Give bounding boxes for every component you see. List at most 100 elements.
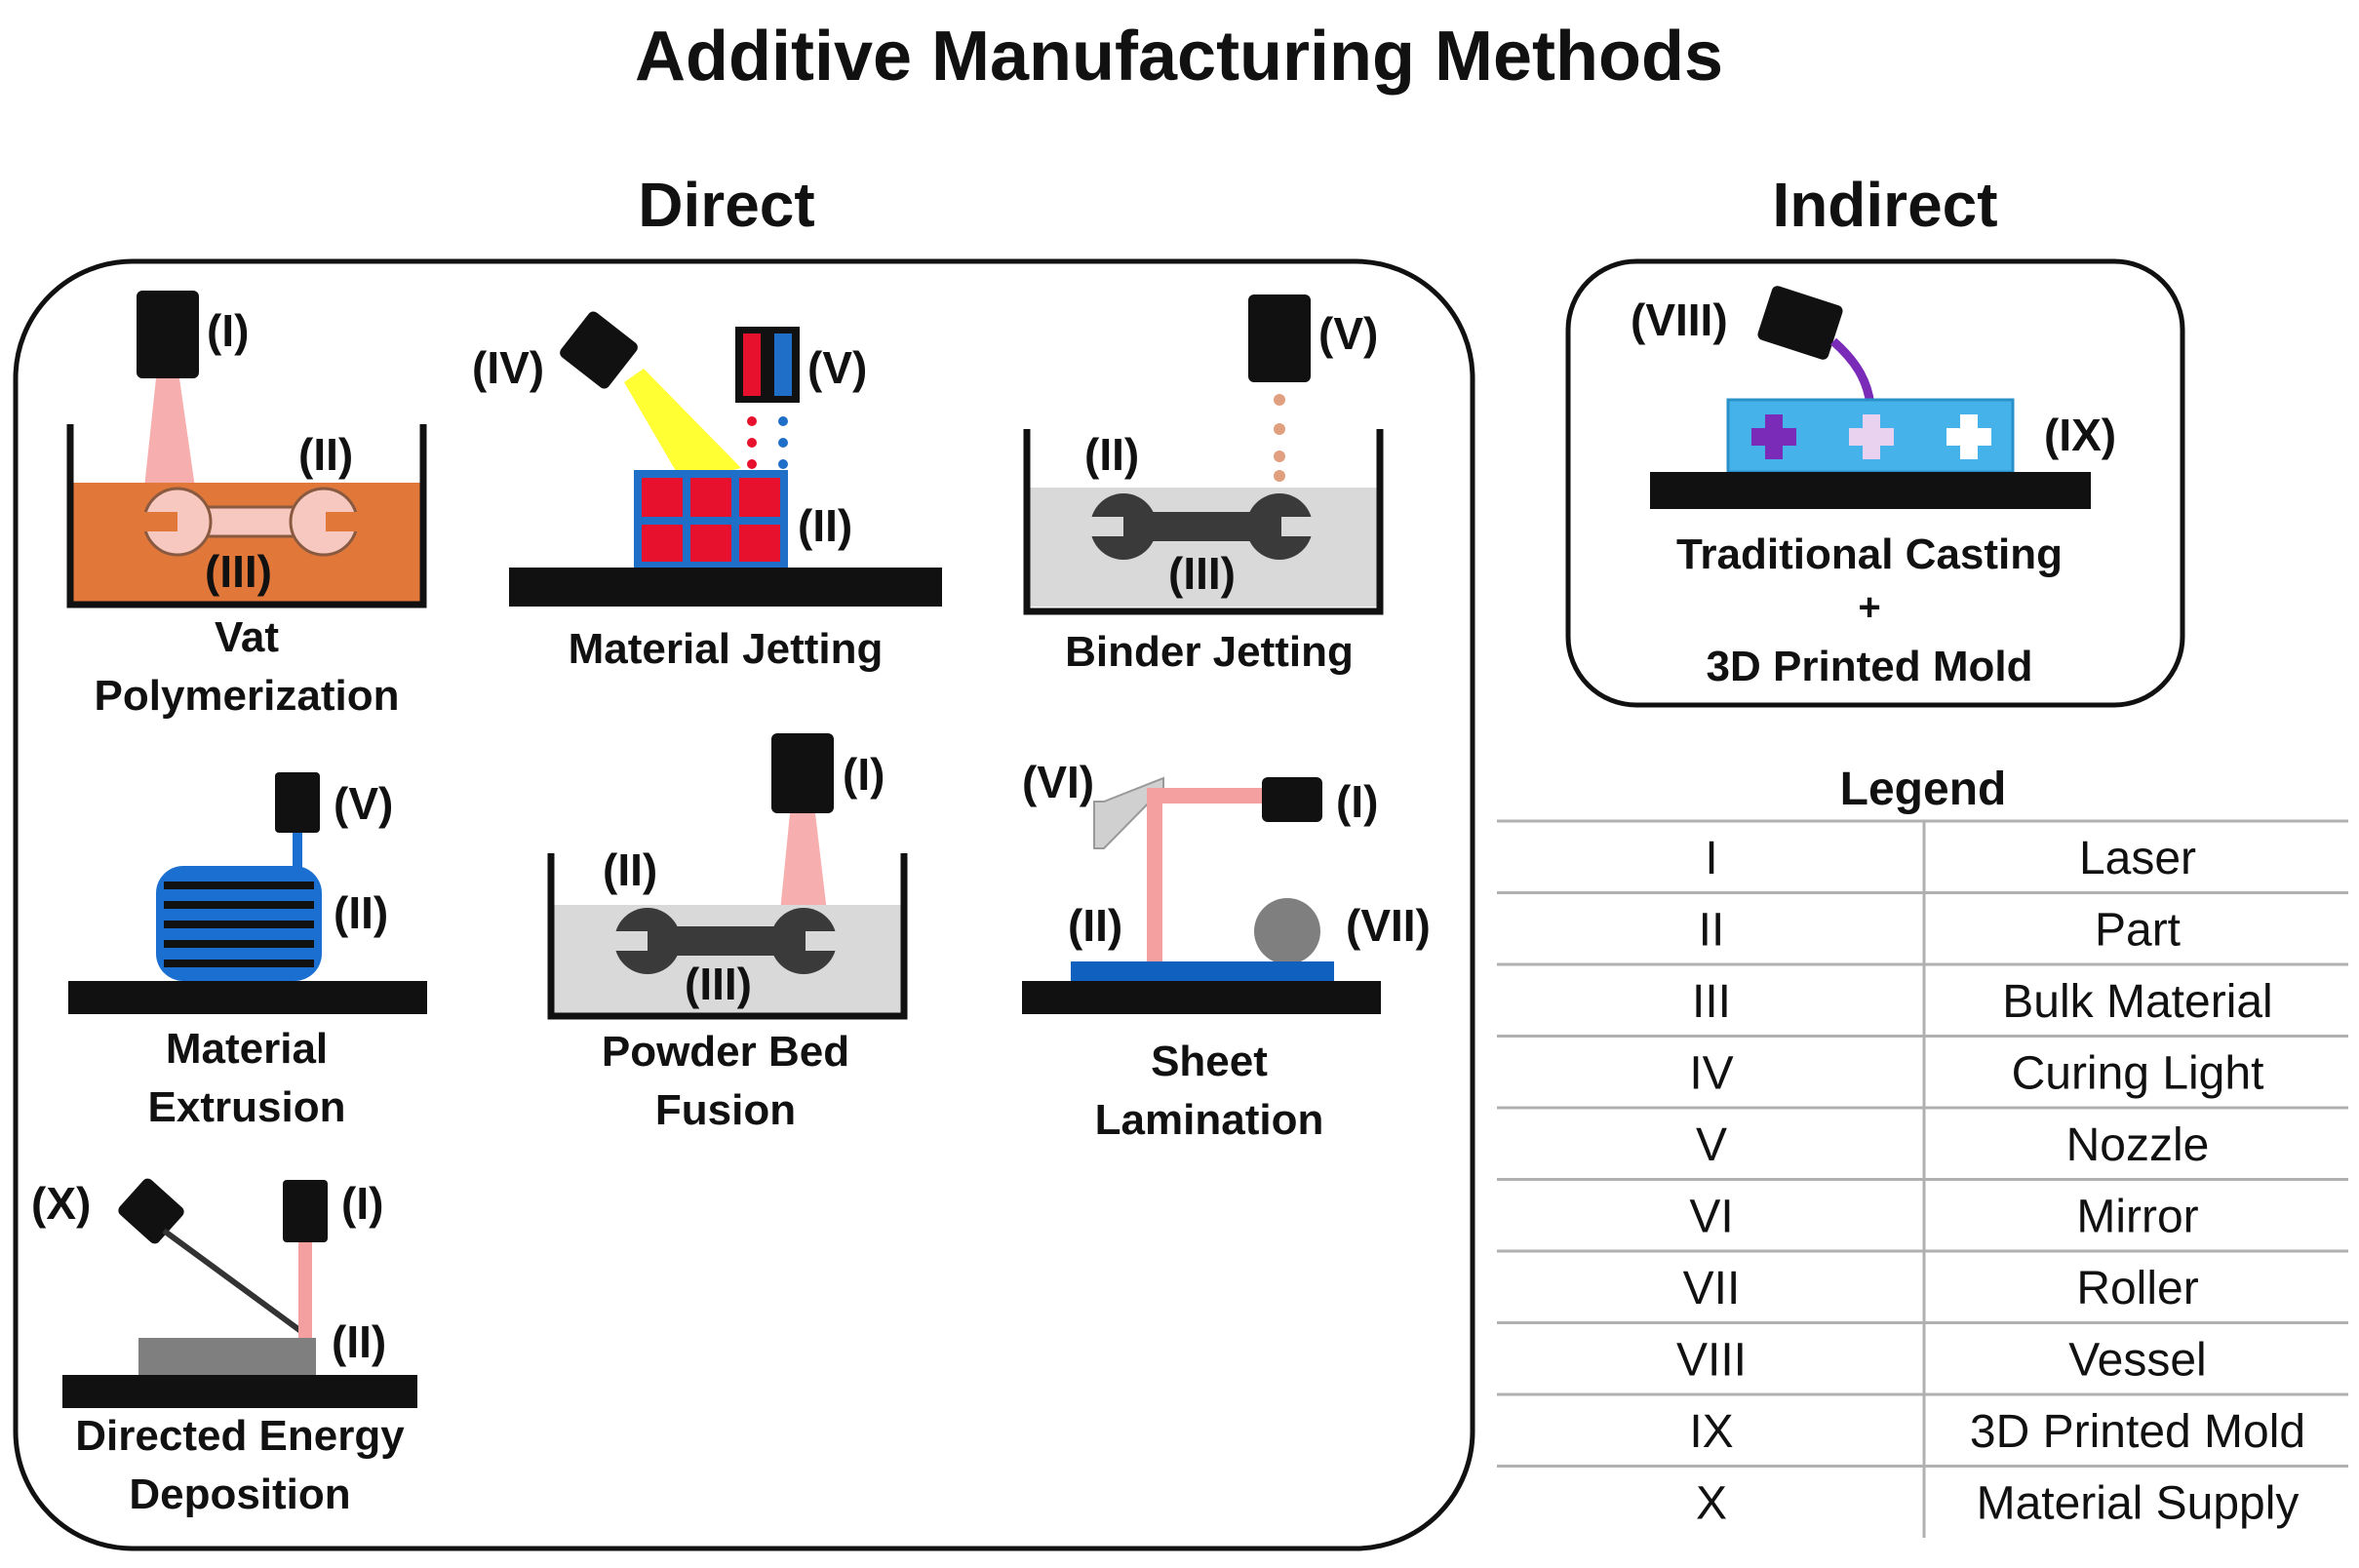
sheet-build-plate bbox=[1022, 981, 1381, 1014]
binder-label-part: (II) bbox=[1084, 429, 1139, 480]
ded-build-plate bbox=[62, 1375, 417, 1408]
sheet-caption-1: Sheet bbox=[1151, 1038, 1268, 1085]
jetting-droplets bbox=[747, 416, 788, 469]
legend-code: VIII bbox=[1676, 1334, 1747, 1386]
mold-cavity-filling bbox=[1849, 414, 1894, 459]
pbf-vat-wall bbox=[547, 853, 908, 1020]
ded-caption-2: Deposition bbox=[129, 1470, 350, 1518]
extrusion-caption-1: Material bbox=[166, 1025, 328, 1073]
pour-stream bbox=[1830, 337, 1875, 406]
extrusion-label-part: (II) bbox=[334, 887, 388, 938]
sheet-laser-head bbox=[1262, 777, 1322, 822]
sheet-label-mirror: (VI) bbox=[1022, 757, 1094, 807]
direct-heading: Direct bbox=[638, 170, 814, 240]
ded-caption-1: Directed Energy bbox=[75, 1412, 405, 1460]
ded-laser-beam bbox=[298, 1242, 312, 1340]
legend-name: Roller bbox=[2076, 1263, 2198, 1314]
material-extrusion-panel: (V) (II) Material Extrusion bbox=[68, 772, 427, 1131]
casting-label-vessel: (VIII) bbox=[1631, 294, 1728, 345]
vat-wall bbox=[66, 424, 427, 608]
pbf-label-part: (II) bbox=[603, 844, 657, 895]
pbf-powder-bed bbox=[551, 905, 904, 1014]
casting-caption-1: Traditional Casting bbox=[1676, 530, 2063, 578]
legend-code: III bbox=[1692, 976, 1731, 1028]
ded-gray-part bbox=[138, 1338, 316, 1375]
sheet-label-laser: (I) bbox=[1336, 776, 1378, 827]
material-supply-head bbox=[118, 1178, 184, 1244]
vat-caption-1: Vat bbox=[215, 613, 279, 661]
jetting-build-plate bbox=[509, 568, 942, 607]
extrusion-nozzle bbox=[275, 772, 320, 833]
extrusion-build-plate bbox=[68, 981, 427, 1014]
legend-name: 3D Printed Mold bbox=[1970, 1406, 2305, 1458]
legend-name: Laser bbox=[2079, 833, 2196, 884]
casting-panel: (VIII) (IX) Traditional Casting + 3D Pri… bbox=[1631, 286, 2116, 690]
ded-label-part: (II) bbox=[332, 1316, 386, 1367]
curing-light-head bbox=[560, 311, 638, 389]
vat-label-part: (II) bbox=[298, 429, 353, 480]
sheet-label-part: (II) bbox=[1068, 900, 1122, 951]
jetted-part bbox=[634, 470, 788, 568]
pbf-caption-2: Fusion bbox=[655, 1086, 796, 1134]
laminated-sheet bbox=[1071, 961, 1334, 981]
vessel-icon bbox=[1757, 286, 1843, 360]
vat-caption-2: Polymerization bbox=[95, 672, 400, 720]
casting-caption-2: + bbox=[1858, 586, 1880, 629]
mold-cavity-empty bbox=[1946, 414, 1991, 459]
wrench-part bbox=[137, 487, 367, 557]
legend-code: IV bbox=[1689, 1047, 1733, 1099]
mold-cavity-filled bbox=[1751, 414, 1796, 459]
sheet-label-roller: (VII) bbox=[1346, 900, 1431, 951]
legend-code: IX bbox=[1689, 1406, 1733, 1458]
legend-name: Curing Light bbox=[2012, 1047, 2264, 1099]
legend-name: Vessel bbox=[2068, 1334, 2206, 1386]
sheet-caption-2: Lamination bbox=[1095, 1096, 1324, 1144]
ded-label-supply: (X) bbox=[31, 1178, 91, 1229]
pbf-wrench-part bbox=[607, 908, 846, 974]
extruded-part bbox=[156, 866, 322, 981]
powder-bed-fusion-panel: (I) (II) (III) Powder Bed Fusion bbox=[547, 733, 908, 1134]
ded-label-laser: (I) bbox=[341, 1178, 383, 1229]
legend-code: VI bbox=[1689, 1191, 1733, 1242]
extrusion-caption-2: Extrusion bbox=[148, 1083, 346, 1131]
ded-laser-head bbox=[283, 1180, 328, 1242]
casting-base bbox=[1650, 472, 2091, 509]
vat-polymerization-panel: (I) (II) (III) Vat Polymerization bbox=[66, 291, 427, 720]
legend-name: Nozzle bbox=[2066, 1119, 2210, 1171]
jetting-nozzles bbox=[735, 327, 800, 403]
curing-light-beam bbox=[624, 369, 741, 483]
laser-head bbox=[137, 291, 199, 378]
ded-panel: (X) (I) (II) Directed Energy Deposition bbox=[31, 1178, 417, 1518]
binder-wrench-part bbox=[1082, 493, 1322, 560]
vat-label-bulk: (III) bbox=[205, 546, 272, 597]
sheet-laser-beam-horizontal bbox=[1151, 788, 1266, 804]
binder-jetting-panel: (V) (II) (III) Binder Jetting bbox=[1023, 294, 1384, 676]
pbf-label-bulk: (III) bbox=[685, 959, 752, 1009]
legend-name: Mirror bbox=[2076, 1191, 2198, 1242]
legend-code: II bbox=[1699, 904, 1725, 956]
material-supply-wire bbox=[162, 1228, 312, 1341]
resin-bath bbox=[70, 483, 423, 602]
roller-icon bbox=[1254, 898, 1320, 964]
binder-caption: Binder Jetting bbox=[1065, 628, 1354, 676]
sheet-lamination-panel: (VI) (I) (II) (VII) Sheet Lamination bbox=[1022, 757, 1431, 1144]
binder-powder-bed bbox=[1027, 488, 1380, 607]
pbf-caption-1: Powder Bed bbox=[602, 1028, 849, 1076]
material-jetting-panel: (IV) (V) (II) Material Jetting bbox=[472, 311, 942, 673]
legend-name: Material Supply bbox=[1977, 1477, 2300, 1529]
page-title: Additive Manufacturing Methods bbox=[635, 18, 1723, 96]
legend-code: V bbox=[1696, 1119, 1727, 1171]
binder-label-bulk: (III) bbox=[1168, 548, 1236, 599]
casting-label-mold: (IX) bbox=[2044, 410, 2116, 460]
sheet-laser-beam-vertical bbox=[1147, 788, 1162, 963]
legend-name: Part bbox=[2095, 904, 2181, 956]
jetting-label-curing: (IV) bbox=[472, 342, 544, 393]
indirect-frame bbox=[1565, 258, 2185, 708]
binder-droplets bbox=[1274, 394, 1285, 482]
extrusion-label-nozzle: (V) bbox=[334, 778, 393, 829]
pbf-laser-beam bbox=[780, 813, 827, 912]
binder-nozzle bbox=[1248, 294, 1311, 382]
